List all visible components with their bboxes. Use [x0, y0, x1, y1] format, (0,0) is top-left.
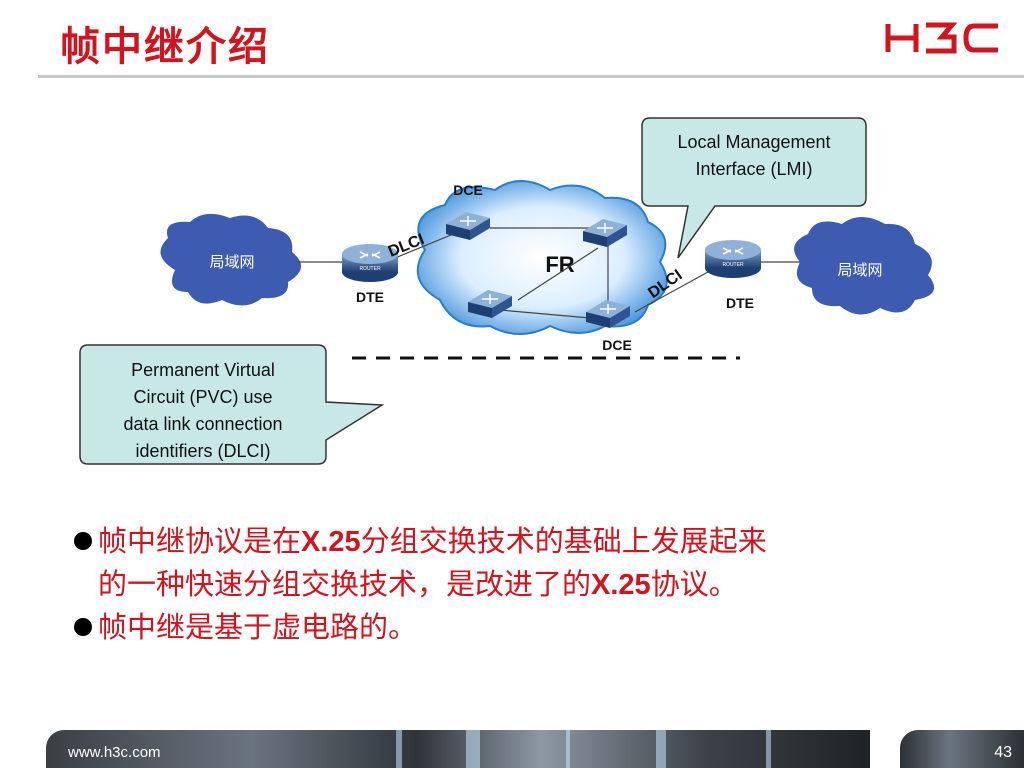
pvc-callout: Permanent Virtual Circuit (PVC) use data… [79, 344, 385, 465]
pvc-line-1: Permanent Virtual [131, 360, 275, 380]
dte-left-label: DTE [356, 289, 384, 305]
pvc-line-3: data link connection [123, 414, 282, 434]
pvc-line-4: identifiers (DLCI) [135, 441, 270, 461]
lan-cloud-right: 局域网 [794, 217, 935, 315]
bullet-item-1: 帧中继协议是在X.25分组交换技术的基础上发展起来 的一种快速分组交换技术，是改… [74, 520, 934, 606]
lan-cloud-left: 局域网 [160, 213, 302, 306]
lmi-line-1: Local Management [677, 132, 830, 152]
slide-title: 帧中继介绍 [60, 24, 270, 70]
bullet-list: 帧中继协议是在X.25分组交换技术的基础上发展起来 的一种快速分组交换技术，是改… [74, 520, 934, 648]
bullet-dot-icon [74, 532, 92, 550]
router-right-tag: ROUTER [722, 262, 744, 268]
bullet-1-pre: 帧中继协议是在 [98, 524, 302, 558]
lan-right-label: 局域网 [837, 261, 882, 279]
dce-top-label: DCE [453, 182, 483, 198]
dte-right-label: DTE [726, 295, 754, 311]
lan-left-label: 局域网 [209, 253, 254, 271]
bullet-dot-icon [74, 618, 92, 636]
lmi-line-2: Interface (LMI) [695, 159, 812, 179]
footer-page-box: 43 [900, 730, 1024, 768]
bullet-1-line2-pre: 的一种快速分组交换技术，是改进了的 [98, 567, 592, 601]
bullet-1-post: 分组交换技术的基础上发展起来 [360, 524, 767, 558]
router-left-tag: ROUTER [359, 266, 381, 272]
bullet-1-line2-post: 协议。 [650, 567, 738, 601]
footer-bar: www.h3c.com [46, 730, 870, 768]
router-right: ROUTER [705, 240, 761, 278]
switch-top-left [446, 212, 490, 240]
title-divider [38, 75, 1024, 78]
switch-bottom-right [586, 300, 630, 328]
router-left: ROUTER [342, 244, 398, 282]
switch-top-right [583, 219, 627, 247]
page-number: 43 [994, 744, 1012, 761]
footer-url[interactable]: www.h3c.com [68, 744, 161, 761]
network-links [298, 227, 800, 319]
pvc-line-2: Circuit (PVC) use [133, 387, 272, 407]
bullet-1-line2-bold: X.25 [591, 569, 651, 601]
bullet-1-bold: X.25 [301, 526, 361, 558]
bullet-2-text: 帧中继是基于虚电路的。 [98, 610, 418, 644]
h3c-logo [885, 22, 998, 54]
switch-bottom-left [468, 290, 512, 318]
lmi-callout: Local Management Interface (LMI) [641, 117, 867, 259]
dce-bottom-label: DCE [602, 337, 632, 353]
bullet-item-2: 帧中继是基于虚电路的。 [74, 606, 934, 648]
frame-relay-diagram: FR 局域网 局域网 ROUTER ROUTER [79, 117, 935, 465]
